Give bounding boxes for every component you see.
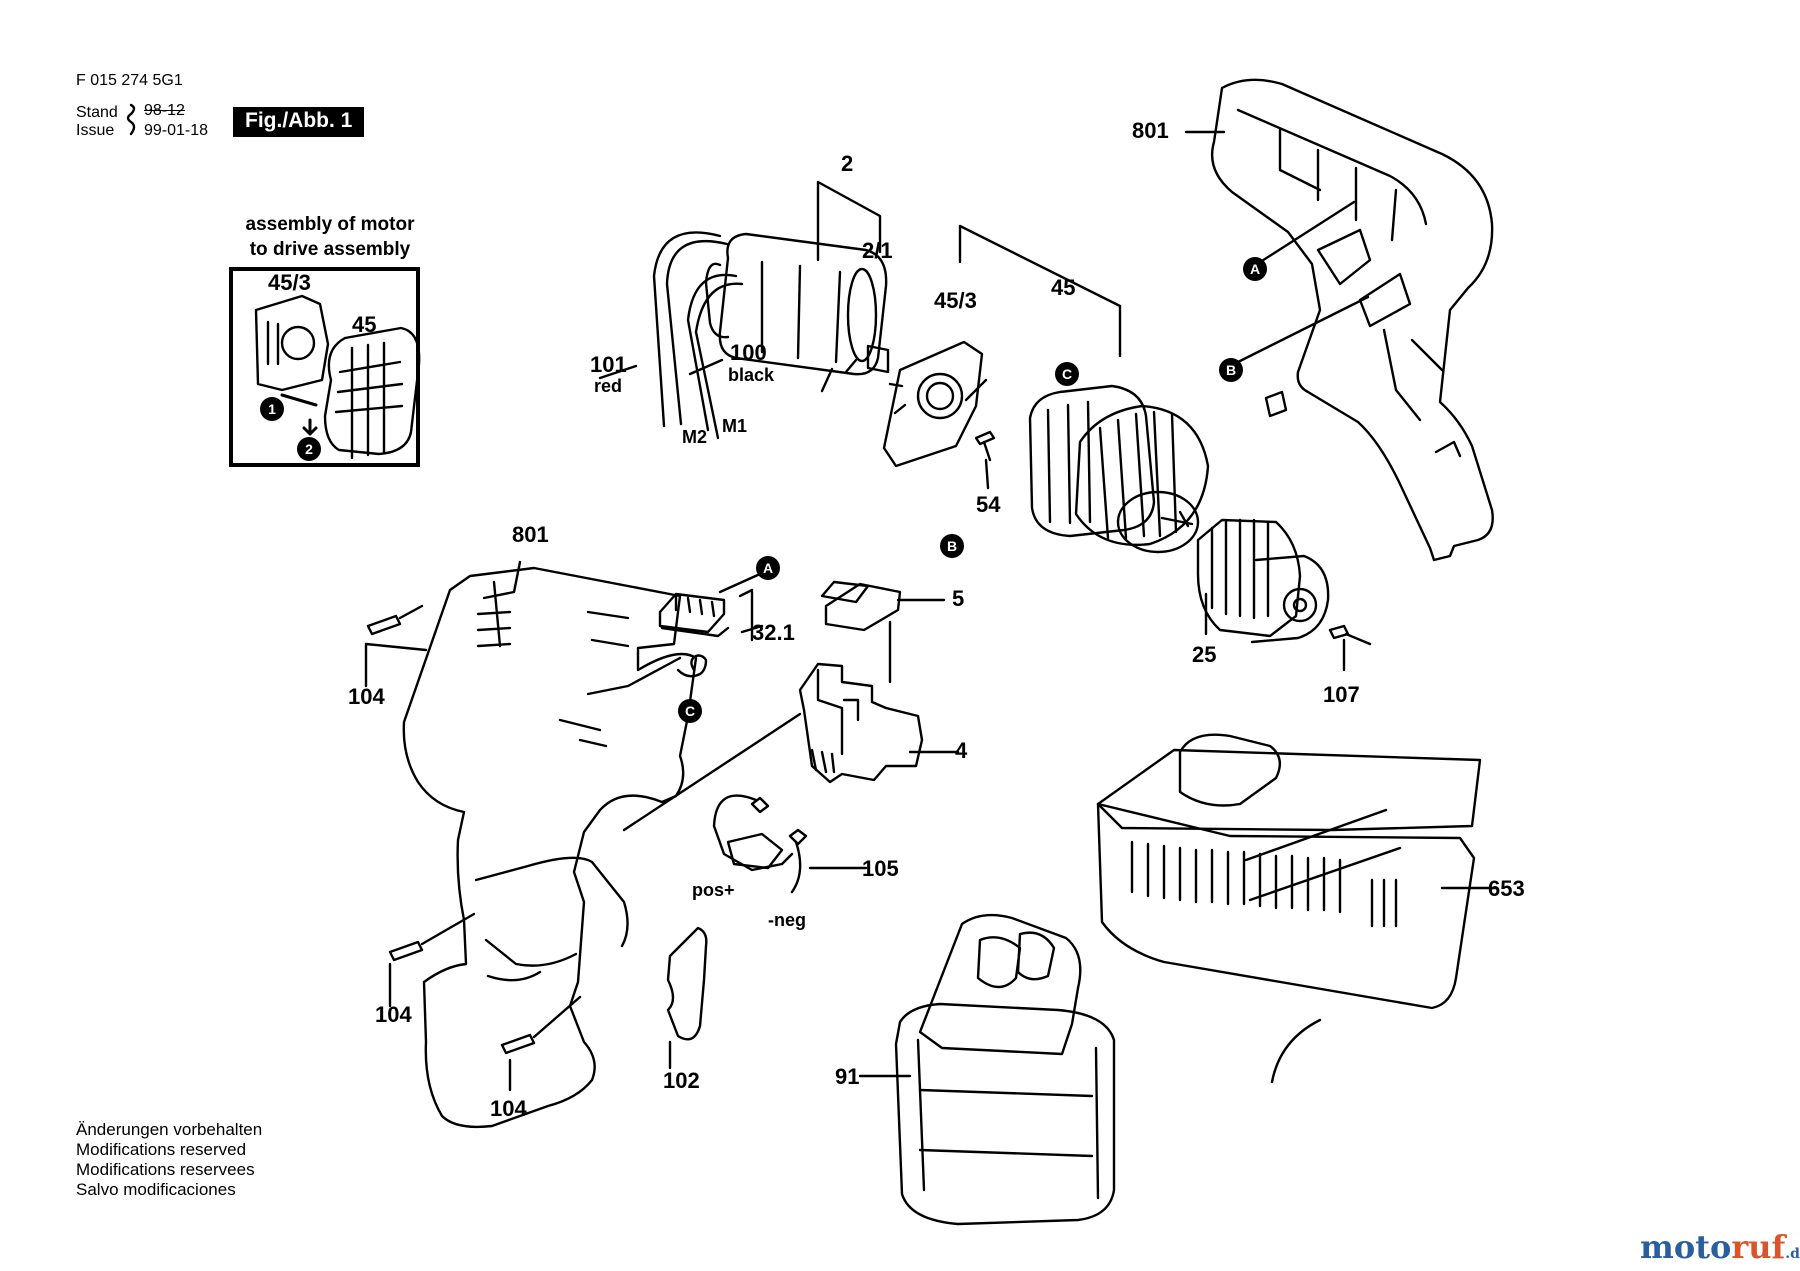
- label-100: 100: [730, 340, 767, 365]
- figure-tag: Fig./Abb. 1: [233, 107, 365, 137]
- label-4: 4: [955, 738, 968, 763]
- label-2: 2: [841, 151, 854, 176]
- label-m2: M2: [682, 427, 708, 447]
- inset-box: [229, 267, 420, 467]
- inset-step-2: 2: [297, 437, 321, 461]
- label-105: 105: [862, 856, 899, 881]
- label-102: 102: [663, 1068, 700, 1093]
- issue-label: Issue: [76, 122, 115, 139]
- doc-number: F 015 274 5G1: [76, 72, 183, 89]
- label-801-mid: 801: [512, 522, 549, 547]
- switch-drawing: [798, 662, 924, 784]
- label-104-a: 104: [348, 684, 385, 709]
- label-2-1: 2/1: [862, 238, 893, 263]
- label-104-c: 104: [490, 1096, 527, 1121]
- label-54: 54: [976, 492, 1001, 517]
- footer-line-es: Salvo modificaciones: [76, 1180, 236, 1199]
- motor-drawing: [704, 232, 890, 376]
- charger-drawing: [1096, 733, 1482, 1084]
- battery-drawing: [894, 913, 1116, 1226]
- watermark-part1: moto: [1640, 1228, 1732, 1266]
- label-801-top: 801: [1132, 118, 1169, 143]
- housing-right-drawing: [1210, 78, 1494, 562]
- label-91: 91: [835, 1064, 860, 1089]
- label-107: 107: [1323, 682, 1360, 707]
- marker-a-top: A: [1243, 257, 1267, 281]
- label-45: 45: [1051, 275, 1076, 300]
- watermark-logo: motoruf.de: [1640, 1228, 1800, 1266]
- watermark-part2: ruf: [1731, 1228, 1786, 1266]
- watermark-part3: .de: [1785, 1246, 1800, 1262]
- label-32-1: 32.1: [752, 620, 795, 645]
- stand-date: 98-12: [144, 102, 185, 119]
- inset-label-45: 45: [352, 312, 377, 337]
- footer-notes: Änderungen vorbehalten Modifications res…: [76, 1120, 262, 1200]
- marker-b-top: B: [1219, 358, 1243, 382]
- label-101: 101: [590, 352, 627, 377]
- label-45-3: 45/3: [934, 288, 977, 313]
- label-5: 5: [952, 586, 965, 611]
- inset-title: assembly of motor to drive assembly: [205, 212, 455, 262]
- footer-line-en: Modifications reserved: [76, 1140, 247, 1159]
- marker-c-mid: C: [678, 699, 702, 723]
- chuck-drawing: [1196, 518, 1330, 644]
- label-100-black: black: [728, 365, 775, 385]
- inset-label-45-3: 45/3: [268, 270, 311, 295]
- issue-date: 99-01-18: [144, 122, 209, 139]
- label-neg: -neg: [768, 910, 806, 930]
- inset-drawing: [254, 294, 421, 460]
- label-pos: pos+: [692, 880, 735, 900]
- label-m1: M1: [722, 416, 748, 436]
- inset-title-line1: assembly of motor: [245, 214, 415, 235]
- inset-step-1: 1: [260, 397, 284, 421]
- label-101-red: red: [594, 376, 623, 396]
- gearbox-drawing: [1028, 384, 1210, 554]
- label-25: 25: [1192, 642, 1217, 667]
- footer-line-de: Änderungen vorbehalten: [76, 1120, 263, 1139]
- label-104-b: 104: [375, 1002, 412, 1027]
- marker-b-mid: B: [940, 534, 964, 558]
- marker-c-top: C: [1055, 362, 1079, 386]
- label-653: 653: [1488, 876, 1525, 901]
- footer-line-fr: Modifications reservees: [76, 1160, 255, 1179]
- inset-title-line2: to drive assembly: [249, 239, 411, 260]
- stand-label: Stand: [76, 104, 118, 121]
- housing-left-drawing: [402, 566, 698, 1129]
- plate-drawing: [882, 340, 984, 468]
- marker-a-mid: A: [756, 556, 780, 580]
